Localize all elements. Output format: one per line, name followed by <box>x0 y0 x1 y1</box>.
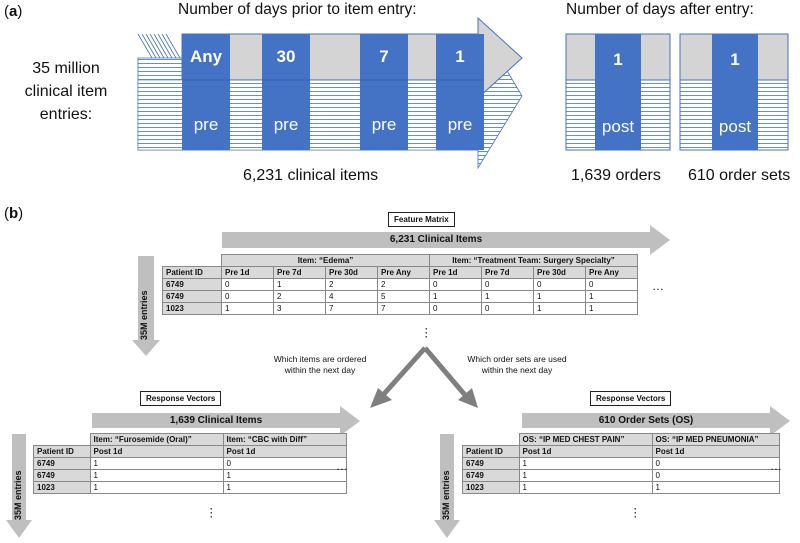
feature-subheader: Pre Any <box>585 266 638 279</box>
prior-col-1-pre: pre <box>447 115 473 134</box>
prior-col-30-pre: pre <box>273 115 299 134</box>
prior-col-any-label: Any <box>189 47 223 66</box>
prior-col-1-label: 1 <box>455 47 465 66</box>
response-sets-entries-label: 35M entries <box>441 470 451 520</box>
response-sets-rows-ellipsis: ··· <box>634 504 637 522</box>
table-row: 6749 1 1 <box>33 469 347 482</box>
response-items-band-label: 1,639 Clinical Items <box>169 415 263 426</box>
table-row: 6749 0 1 2 2 0 0 0 0 <box>162 278 638 291</box>
feature-subheader: Pre 30d <box>533 266 586 279</box>
response-subheader: Post 1d <box>89 445 224 458</box>
feature-rows-ellipsis: ··· <box>425 324 428 342</box>
table-row: 1023 1 1 <box>462 481 780 494</box>
response-items-rows-ellipsis: ··· <box>210 504 213 522</box>
prior-col-30-label: 30 <box>276 47 296 66</box>
caption-clinical-items: 6,231 clinical items <box>243 167 379 184</box>
feature-subheader: Pre 7d <box>481 266 534 279</box>
after-col-orders-label: 1 <box>613 50 623 69</box>
after-col-sets-label: 1 <box>730 50 740 69</box>
split-arrows <box>370 346 478 408</box>
feature-matrix-title: Feature Matrix <box>388 212 455 227</box>
feature-subheader: Pre Any <box>377 266 430 279</box>
patient-id-header: Patient ID <box>462 445 520 458</box>
prior-col-any-pre: pre <box>193 115 219 134</box>
response-items-table: Item: “Furosemide (Oral)” Item: “CBC wit… <box>33 433 347 494</box>
table-row: 1023 1 1 <box>33 481 347 494</box>
after-col-orders-post: post <box>601 117 635 136</box>
prior-heading: Number of days prior to item entry: <box>178 1 417 18</box>
response-subheader: Post 1d <box>651 445 780 458</box>
response-sets-entries-arrow <box>434 434 460 538</box>
feature-subheader: Pre 1d <box>221 266 274 279</box>
response-subheader: Post 1d <box>518 445 653 458</box>
response-sets-table: OS: “IP MED CHEST PAIN” OS: “IP MED PNEU… <box>462 433 780 494</box>
feature-item-group-1: Item: “Edema” <box>221 254 430 267</box>
table-row: 6749 1 0 <box>33 457 347 470</box>
question-order-sets: Which order sets are used within the nex… <box>467 354 567 375</box>
response-items-title: Response Vectors <box>140 391 222 406</box>
feature-item-group-2: Item: “Treatment Team: Surgery Specialty… <box>429 254 638 267</box>
response-sets-columns-ellipsis: … <box>770 459 783 473</box>
feature-entries-label: 35M entries <box>139 290 149 340</box>
question-items: Which items are ordered within the next … <box>273 354 367 375</box>
panel-b-label: (b) <box>4 205 24 222</box>
table-row: 6749 0 2 4 5 1 1 1 1 <box>162 290 638 303</box>
prior-columns-bars <box>182 34 484 150</box>
prior-col-7-label: 7 <box>379 47 389 66</box>
after-heading: Number of days after entry: <box>566 1 754 18</box>
response-item-group-2: Item: “CBC with Diff” <box>222 433 347 446</box>
response-sets-band-label: 610 Order Sets (OS) <box>598 415 694 426</box>
feature-subheader: Pre 7d <box>273 266 326 279</box>
after-entry-boxes <box>565 33 789 151</box>
feature-subheader: Pre 1d <box>429 266 482 279</box>
response-set-group-2: OS: “IP MED PNEUMONIA” <box>651 433 780 446</box>
caption-order-sets: 610 order sets <box>688 167 791 184</box>
feature-columns-ellipsis: … <box>652 279 665 293</box>
caption-orders: 1,639 orders <box>571 167 661 184</box>
table-row: 1023 1 3 7 7 0 0 1 1 <box>162 302 638 315</box>
after-col-sets-post: post <box>718 117 752 136</box>
panel-a-label: (a) <box>4 3 23 20</box>
response-sets-band-arrow <box>522 406 790 436</box>
feature-entries-arrow <box>132 256 160 356</box>
response-items-entries-label: 35M entries <box>13 470 23 520</box>
patient-id-header: Patient ID <box>162 266 222 279</box>
entries-left-label: 35 million clinical item entries: <box>24 60 108 123</box>
response-item-group-1: Item: “Furosemide (Oral)” <box>89 433 224 446</box>
arrow-tail-fan <box>137 33 181 59</box>
response-subheader: Post 1d <box>222 445 347 458</box>
feature-band-arrow <box>222 225 670 255</box>
patient-id-header: Patient ID <box>33 445 91 458</box>
response-items-columns-ellipsis: … <box>336 459 349 473</box>
response-sets-title: Response Vectors <box>590 391 672 406</box>
response-items-band-arrow <box>92 406 360 436</box>
response-items-entries-arrow <box>6 434 32 538</box>
prior-col-7-pre: pre <box>371 115 397 134</box>
feature-matrix-table: Item: “Edema” Item: “Treatment Team: Sur… <box>162 254 638 315</box>
response-set-group-1: OS: “IP MED CHEST PAIN” <box>518 433 653 446</box>
table-row: 6749 1 0 <box>462 469 780 482</box>
feature-subheader: Pre 30d <box>325 266 378 279</box>
feature-band-label: 6,231 Clinical Items <box>389 234 483 245</box>
table-row: 6749 1 0 <box>462 457 780 470</box>
